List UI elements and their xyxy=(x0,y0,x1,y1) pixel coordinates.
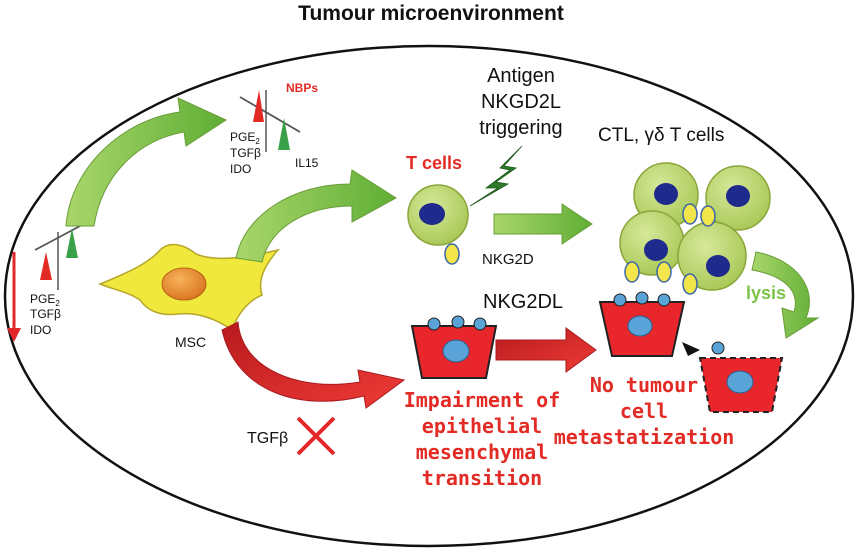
msc-nucleus xyxy=(161,267,207,301)
arrow-lysis xyxy=(751,251,820,339)
arrow-tumour-to-tumour xyxy=(495,327,597,373)
arrow-msc-to-impairment xyxy=(221,321,406,409)
impairment-line-3: mesenchymal xyxy=(416,440,548,464)
nbps-label: NBPs xyxy=(286,81,318,95)
nkg2d-receptor xyxy=(444,243,460,265)
impairment-line-1: Impairment of xyxy=(404,388,561,412)
nkg2d-receptor xyxy=(624,261,640,283)
tgfb-label-bottom: TGFβ xyxy=(247,430,288,447)
tgfb-label-top: TGFβ xyxy=(230,146,261,160)
nkg2d-label: NKG2D xyxy=(482,251,534,268)
pge2-label-top: PGE2 xyxy=(230,130,260,146)
arrow-msc-to-tcell xyxy=(235,169,397,263)
nkg2dl-ligand xyxy=(427,317,441,331)
pge2-wedge-left xyxy=(40,252,52,280)
microenvironment-boundary xyxy=(3,44,855,548)
arrow-tcell-to-ctl xyxy=(493,203,593,245)
page-title: Tumour microenvironment xyxy=(298,2,564,25)
msc-label: MSC xyxy=(175,334,206,350)
tgfb-label-left: TGFβ xyxy=(30,307,61,321)
t-cells-label: T cells xyxy=(406,153,462,173)
tumour-cell-right xyxy=(598,291,686,357)
balance-top xyxy=(239,90,301,152)
msc-cell xyxy=(97,243,281,332)
antigen-bolt-icon xyxy=(469,145,523,207)
tumour-cell-left xyxy=(410,315,498,379)
pge2-label-left: PGE2 xyxy=(30,292,60,308)
no-tumour-line-1: No tumour xyxy=(590,373,698,397)
pge2-wedge-top xyxy=(253,90,264,122)
no-tumour-line-2: cell xyxy=(620,399,668,423)
lysed-tumour-cell xyxy=(682,341,784,413)
nkg2dl-ligand xyxy=(657,293,671,307)
ctl-label: CTL, γδ T cells xyxy=(598,125,724,146)
balance-left xyxy=(34,224,83,290)
nkg2d-receptor xyxy=(682,273,698,295)
nkg2dl-ligand xyxy=(613,293,627,307)
arrow-msc-to-nbps xyxy=(65,97,228,227)
shed-ligand xyxy=(711,341,725,355)
nkg2d-receptor xyxy=(656,261,672,283)
block-x-icon xyxy=(296,416,336,456)
nkg2dl-label: NKG2DL xyxy=(483,291,563,313)
il15-label: IL15 xyxy=(295,156,319,170)
impairment-line-4: transition xyxy=(422,466,542,490)
lysis-label: lysis xyxy=(746,283,786,303)
nkg2dl-ligand xyxy=(473,317,487,331)
t-cell xyxy=(407,184,469,265)
nkg2dl-ligand xyxy=(451,315,465,329)
il15-wedge-top xyxy=(278,118,290,150)
il15-wedge-left xyxy=(66,228,78,258)
ido-label-top: IDO xyxy=(230,162,251,176)
impairment-line-2: epithelial xyxy=(422,414,542,438)
antigen-label-2: NKGD2L xyxy=(481,91,561,113)
ido-label-left: IDO xyxy=(30,323,51,337)
ctl-cluster xyxy=(619,162,771,295)
nkg2dl-ligand xyxy=(635,291,649,305)
decrease-arrow-left xyxy=(7,252,21,342)
no-tumour-line-3: metastatization xyxy=(554,425,735,449)
nkg2d-receptor xyxy=(682,203,698,225)
shed-arrowhead-icon xyxy=(682,342,700,356)
antigen-label-3: triggering xyxy=(479,117,562,139)
antigen-label-1: Antigen xyxy=(487,65,555,87)
nkg2d-receptor xyxy=(700,205,716,227)
